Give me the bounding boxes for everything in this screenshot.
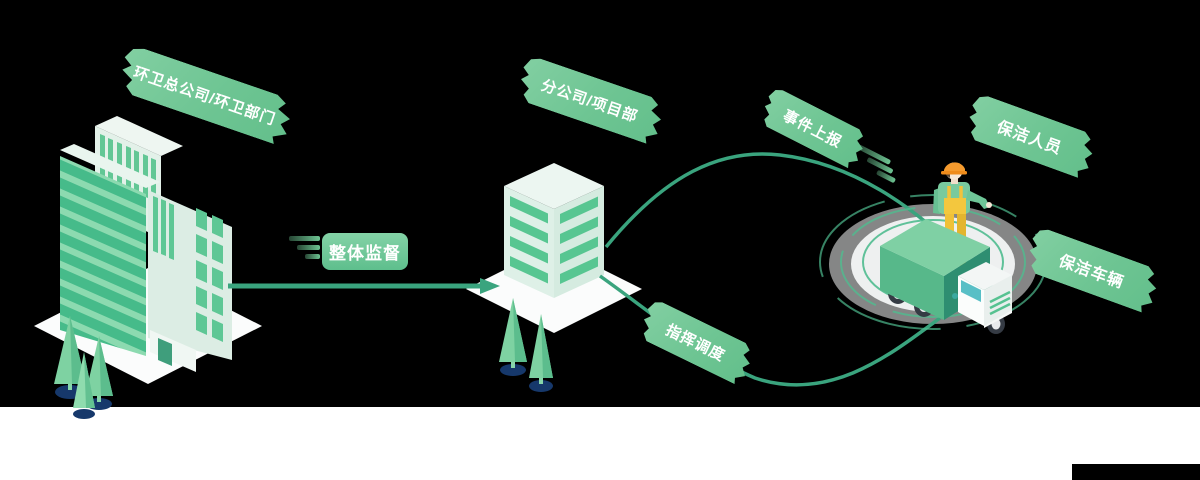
speed-stripe [297,245,320,250]
cleaning-truck-illustration [880,219,1012,334]
watermark-bar [1072,464,1200,480]
speed-stripe [305,254,320,259]
report-curve [604,152,970,264]
branch-building-illustration [504,163,604,298]
background-bottom-strip [0,407,1200,480]
trees [54,298,553,419]
label-supervise: 整体监督 [322,233,408,270]
speed-stripe [289,236,320,241]
supervision-arrowhead [480,278,500,294]
label-supervise-text: 整体监督 [329,244,401,263]
hq-building-illustration [60,116,232,372]
